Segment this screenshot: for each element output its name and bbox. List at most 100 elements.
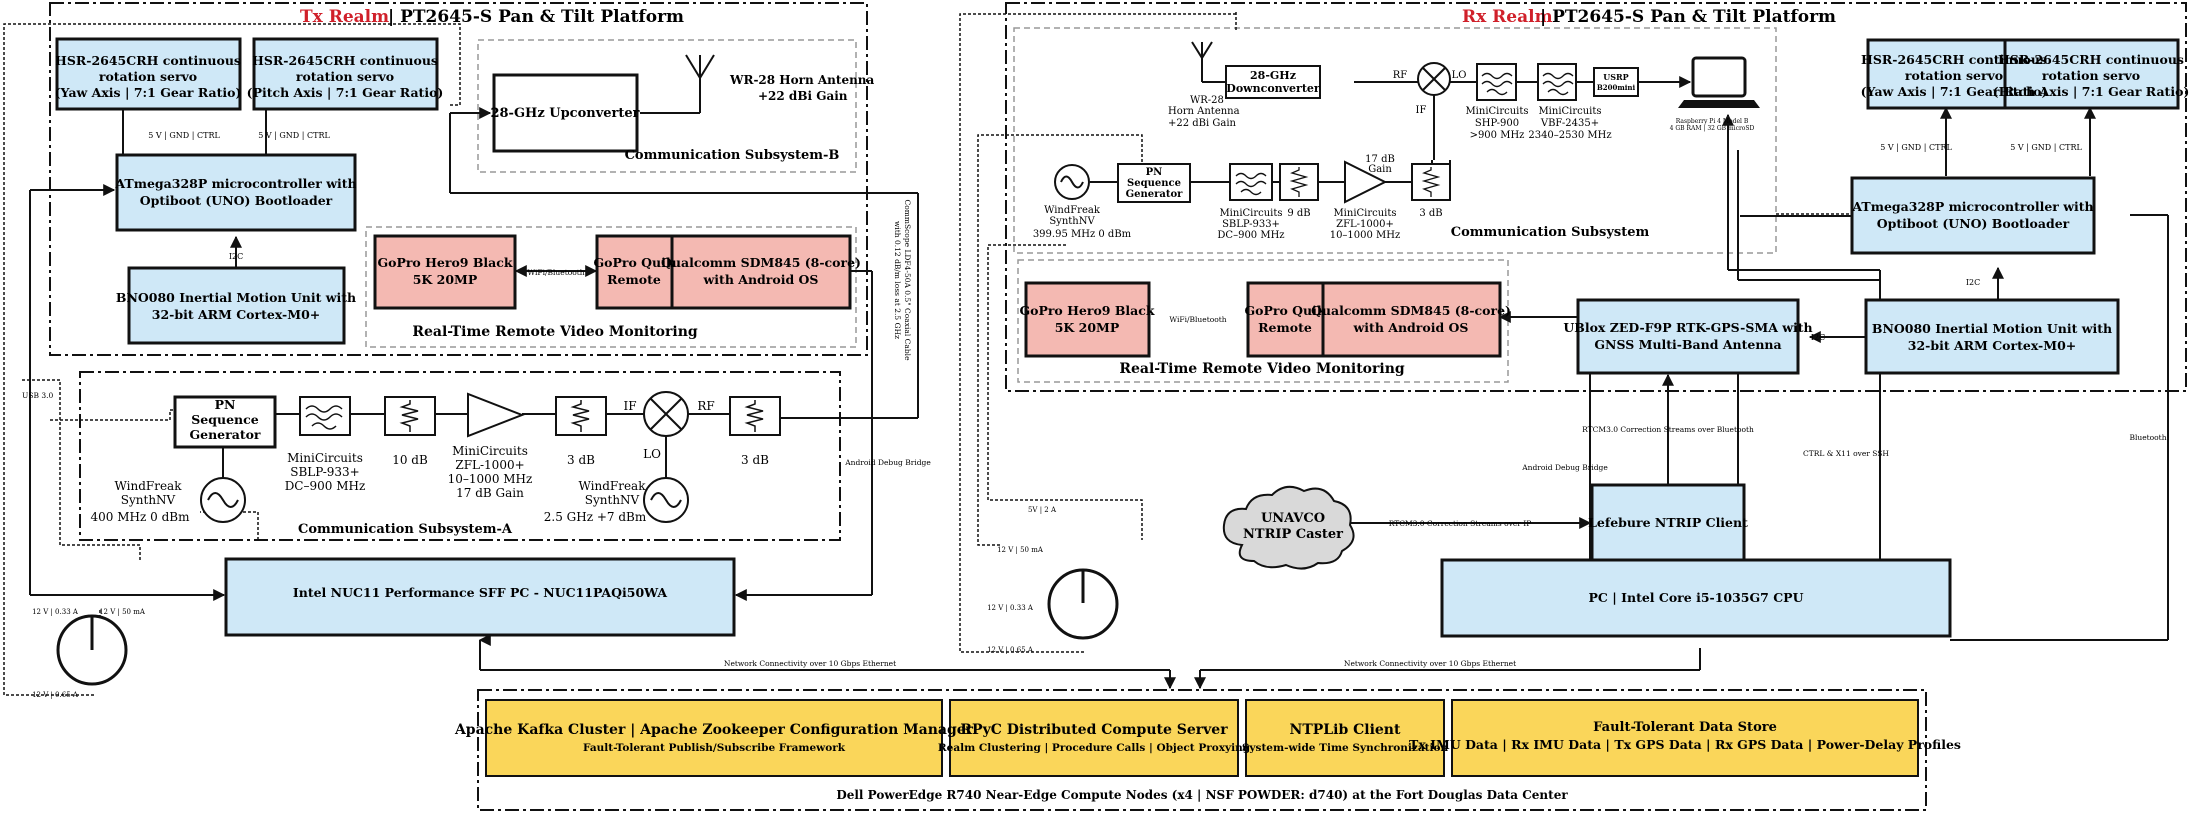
kafka-title: Apache Kafka Cluster | Apache Zookeeper … (454, 722, 974, 738)
rx-synth-line1: WindFreak (1044, 205, 1101, 216)
tx-servo-pitch-box (252, 37, 439, 111)
rx-text: Rx Realm | PT2645-S Pan & Tilt Platform … (987, 7, 2189, 668)
tx-sblp-line1: MiniCircuits (287, 451, 363, 465)
lefebure-label: Lefebure NTRIP Client (1588, 515, 1748, 530)
tx-power-button[interactable] (56, 614, 128, 686)
rx-gps-box (1576, 298, 1800, 375)
tx-servo-yaw-line2: rotation servo (99, 69, 197, 84)
rx-gopro-line1: GoPro Hero9 Black (1019, 303, 1154, 318)
tx-adb-label: Android Debug Bridge (844, 458, 931, 467)
tx-comm-b-label: Communication Subsystem-B (625, 148, 840, 163)
tx-net-label: Network Connectivity over 10 Gbps Ethern… (724, 659, 896, 668)
rx-mcu-box (1850, 176, 2096, 255)
rx-servo-yaw-line2: rotation servo (1905, 68, 2003, 83)
tx-nuc-label: Intel NUC11 Performance SFF PC - NUC11PA… (293, 585, 668, 600)
rx-rtcm-bt-label: RTCM3.0 Correction Streams over Bluetoot… (1582, 425, 1754, 434)
tx-text: Tx Realm | PT2645-S Pan & Tilt Platform … (22, 7, 931, 699)
tx-synth1-icon (200, 477, 246, 523)
tx-servo-yaw-line1: HSR-2645CRH continuous (55, 53, 241, 68)
rx-servo-pitch-line3: (Pitch Axis | 7:1 Gear Ratio) (1993, 84, 2190, 99)
rx-snapdragon-line1: Qualcomm SDM845 (8-core) (1311, 303, 1511, 318)
tx-pn-line1: PN (215, 397, 236, 412)
rx-att9-icon (1289, 167, 1309, 197)
rx-gain-line2: Gain (1368, 164, 1392, 175)
unavco-cloud-icon (1222, 485, 1355, 570)
rx-power-lines (959, 12, 1884, 653)
tx-gopro-box (373, 234, 517, 310)
tx-mixer-icon (643, 391, 689, 437)
rx-pc-label: PC | Intel Core i5-1035G7 CPU (1589, 590, 1804, 605)
rx-gopro-line2: 5K 20MP (1055, 320, 1120, 335)
rx-antenna-line1: WR-28 (1190, 95, 1224, 106)
tx-usb-label: USB 3.0 (22, 391, 54, 400)
tx-video-title: Real-Time Remote Video Monitoring (412, 324, 698, 340)
tx-quik-line1: GoPro Quik (593, 255, 674, 270)
lefebure-box (1590, 483, 1746, 563)
tx-servo-bus-pitch: 5 V | GND | CTRL (258, 131, 330, 140)
rx-servo-pitch-box (2003, 38, 2180, 110)
ntp-title: NTPLib Client (1290, 722, 1401, 738)
tx-platform-label: | PT2645-S Pan & Tilt Platform (388, 7, 684, 27)
tx-upconverter-box (492, 73, 639, 153)
rx-antenna-line2: Horn Antenna (1168, 106, 1240, 117)
rx-mcu-line1: ATmega328P microcontroller with (1851, 199, 2093, 214)
rx-mixer-icon (1417, 62, 1451, 96)
rx-if-label: IF (1416, 105, 1427, 116)
rx-comm-label: Communication Subsystem (1451, 225, 1650, 240)
tx-synth1-line1: WindFreak (115, 479, 183, 493)
rx-pn-line3: Generator (1126, 189, 1184, 200)
tx-zfl-line3: 10–1000 MHz (448, 472, 533, 486)
rpyc-subtitle: Realm Clustering | Procedure Calls | Obj… (938, 742, 1251, 754)
datastore-box (1451, 699, 1919, 777)
rx-att9-label: 9 dB (1287, 208, 1310, 219)
rx-att3-label: 3 dB (1419, 208, 1442, 219)
tx-mcu-line1: ATmega328P microcontroller with (114, 176, 356, 191)
ntp-box (1245, 699, 1445, 777)
rx-usrp-box (1593, 67, 1639, 97)
rx-sblp-line3: DC–900 MHz (1217, 230, 1284, 241)
rx-pn-line2: Sequence (1127, 178, 1181, 189)
cloud-text: Apache Kafka Cluster | Apache Zookeeper … (454, 720, 1961, 802)
rx-connections (1090, 46, 2169, 690)
rx-rf-label: RF (1393, 70, 1408, 81)
tx-quik-box (595, 234, 674, 310)
tx-imu-box (127, 266, 346, 345)
rx-shp-line2: SHP-900 (1475, 118, 1519, 129)
tx-servo-pitch-line3: (Pitch Axis | 7:1 Gear Ratio) (247, 85, 444, 100)
rpyc-title: RPyC Distributed Compute Server (960, 722, 1228, 738)
rx-imu-line1: BNO080 Inertial Motion Unit with (1872, 321, 2112, 336)
rx-power-button[interactable] (1047, 568, 1119, 640)
tx-upconverter-label: 28-GHz Upconverter (490, 106, 639, 121)
tx-synth2-line1: WindFreak (579, 479, 647, 493)
tx-snapdragon-box (670, 234, 852, 310)
rx-vbf-filter-box (1537, 63, 1577, 101)
rx-amplifier-icon (1344, 160, 1388, 204)
rx-power-b: 12 V | 0.33 A (987, 604, 1034, 612)
tx-synth2-icon (643, 477, 689, 523)
tx-connections (29, 58, 1176, 690)
rx-i2c-gps-label: I2C (1811, 333, 1825, 342)
tx-pn-line2: Sequence (191, 412, 258, 427)
tx-filter-icon (305, 405, 343, 430)
rx-rtcm-ip-label: RTCM3.0 Correction Streams over IP (1389, 519, 1532, 528)
tx-gopro-line2: 5K 20MP (413, 272, 478, 287)
rx-att3-icon (1421, 167, 1441, 197)
tx-rf-label: RF (697, 399, 714, 413)
rx-zfl-line3: 10–1000 MHz (1330, 230, 1401, 241)
rx-pn-line1: PN (1146, 167, 1163, 178)
rx-adb-label: Android Debug Bridge (1521, 463, 1608, 472)
rx-laptop-icon (1678, 56, 1760, 108)
tx-servo-yaw-box (55, 37, 242, 111)
rx-servo-bus-yaw: 5 V | GND | CTRL (1880, 143, 1952, 152)
rx-vbf-filter-icon (1542, 72, 1574, 96)
ntp-subtitle: System-wide Time Synchronization (1242, 742, 1449, 754)
tx-antenna-line1: WR-28 Horn Antenna (729, 73, 875, 87)
cloud-region (477, 689, 1927, 811)
tx-synth2-line2: SynthNV (585, 493, 640, 507)
tx-amplifier-icon (467, 392, 525, 438)
tx-pn-generator-box (173, 395, 277, 449)
tx-power-a: 12 V | 0.33 A (32, 608, 79, 616)
rx-synth-line2: SynthNV (1049, 216, 1095, 227)
rx-vbf-line1: MiniCircuits (1538, 106, 1601, 117)
tx-mcu-box (115, 153, 357, 232)
